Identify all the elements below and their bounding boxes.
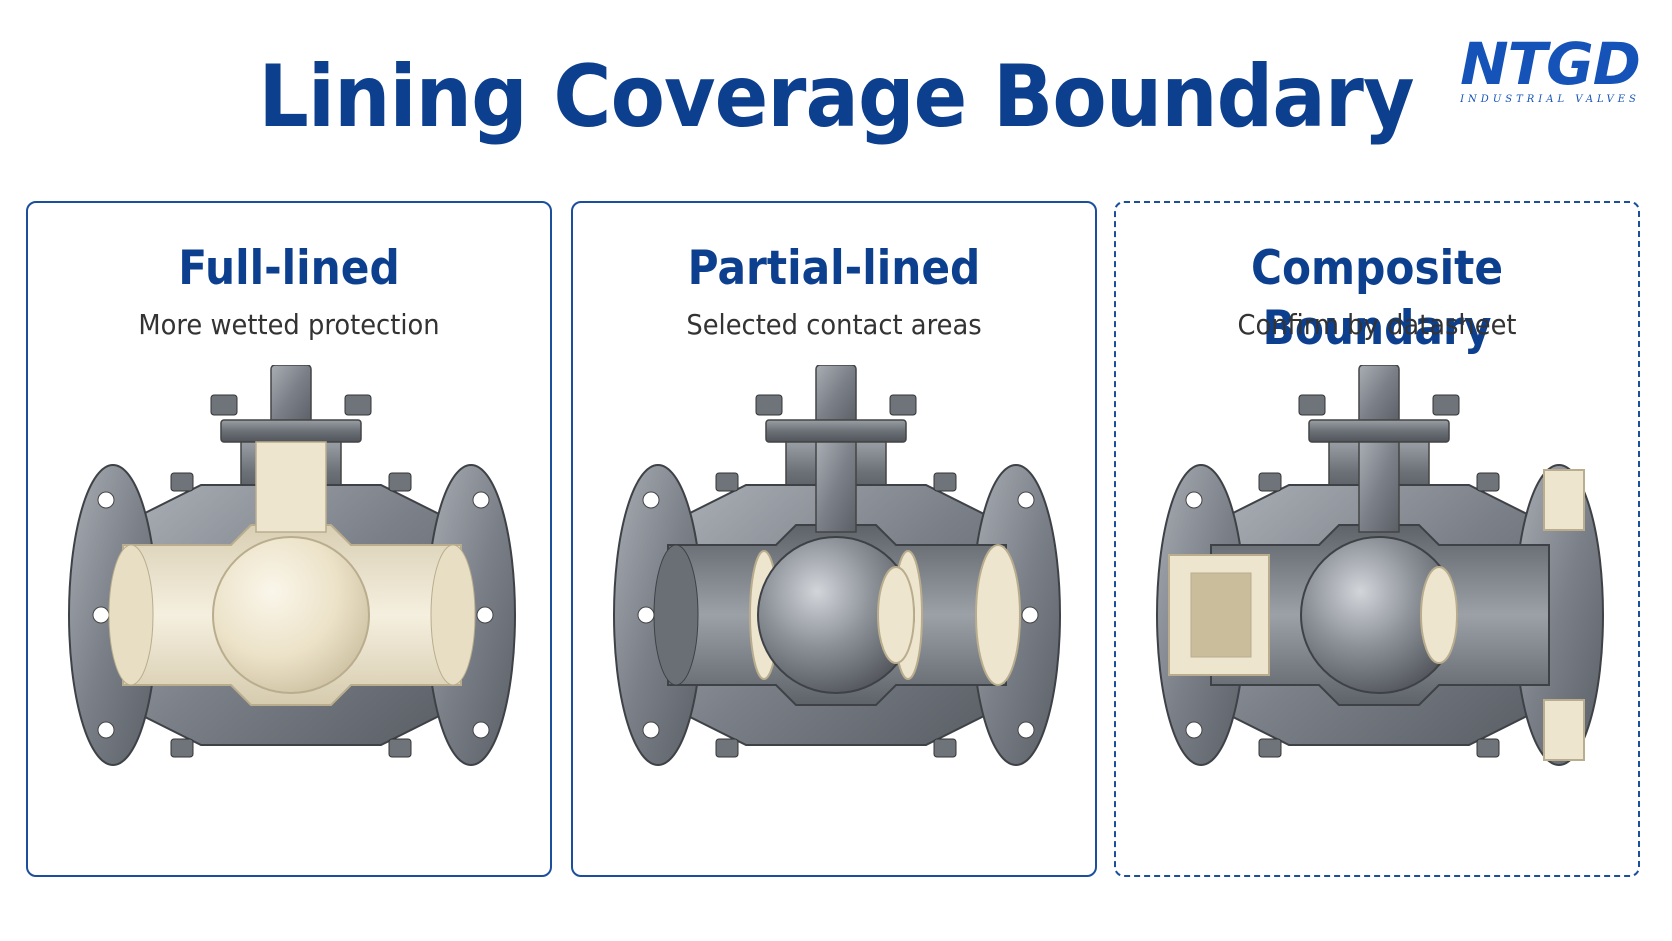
panel-subtitle: Selected contact areas (686, 308, 982, 341)
ball-valve-partial-liner-icon (613, 365, 1061, 766)
ball-valve-composite-liner-icon (1156, 365, 1604, 766)
panel-partial-lined: Partial-lined Selected contact areas (571, 201, 1097, 877)
ball-valve-full-liner-icon (68, 365, 516, 766)
logo-brand-text: NTGD (1460, 30, 1641, 98)
logo-tagline: INDUSTRIAL VALVES (1460, 94, 1640, 105)
panel-subtitle: More wetted protection (138, 308, 440, 341)
panel-title: Full-lined (178, 241, 400, 296)
brand-logo: NTGD INDUSTRIAL VALVES (1450, 30, 1650, 110)
page-title: Lining Coverage Boundary (258, 47, 1414, 147)
panel-title: Partial-lined (687, 241, 981, 296)
panel-title: Composite Boundary (1250, 241, 1504, 356)
panel-full-lined: Full-lined More wetted protection (26, 201, 552, 877)
panel-composite-boundary: Composite Boundary Confirm by datasheet (1114, 201, 1640, 877)
panel-subtitle: Confirm by datasheet (1237, 308, 1517, 341)
